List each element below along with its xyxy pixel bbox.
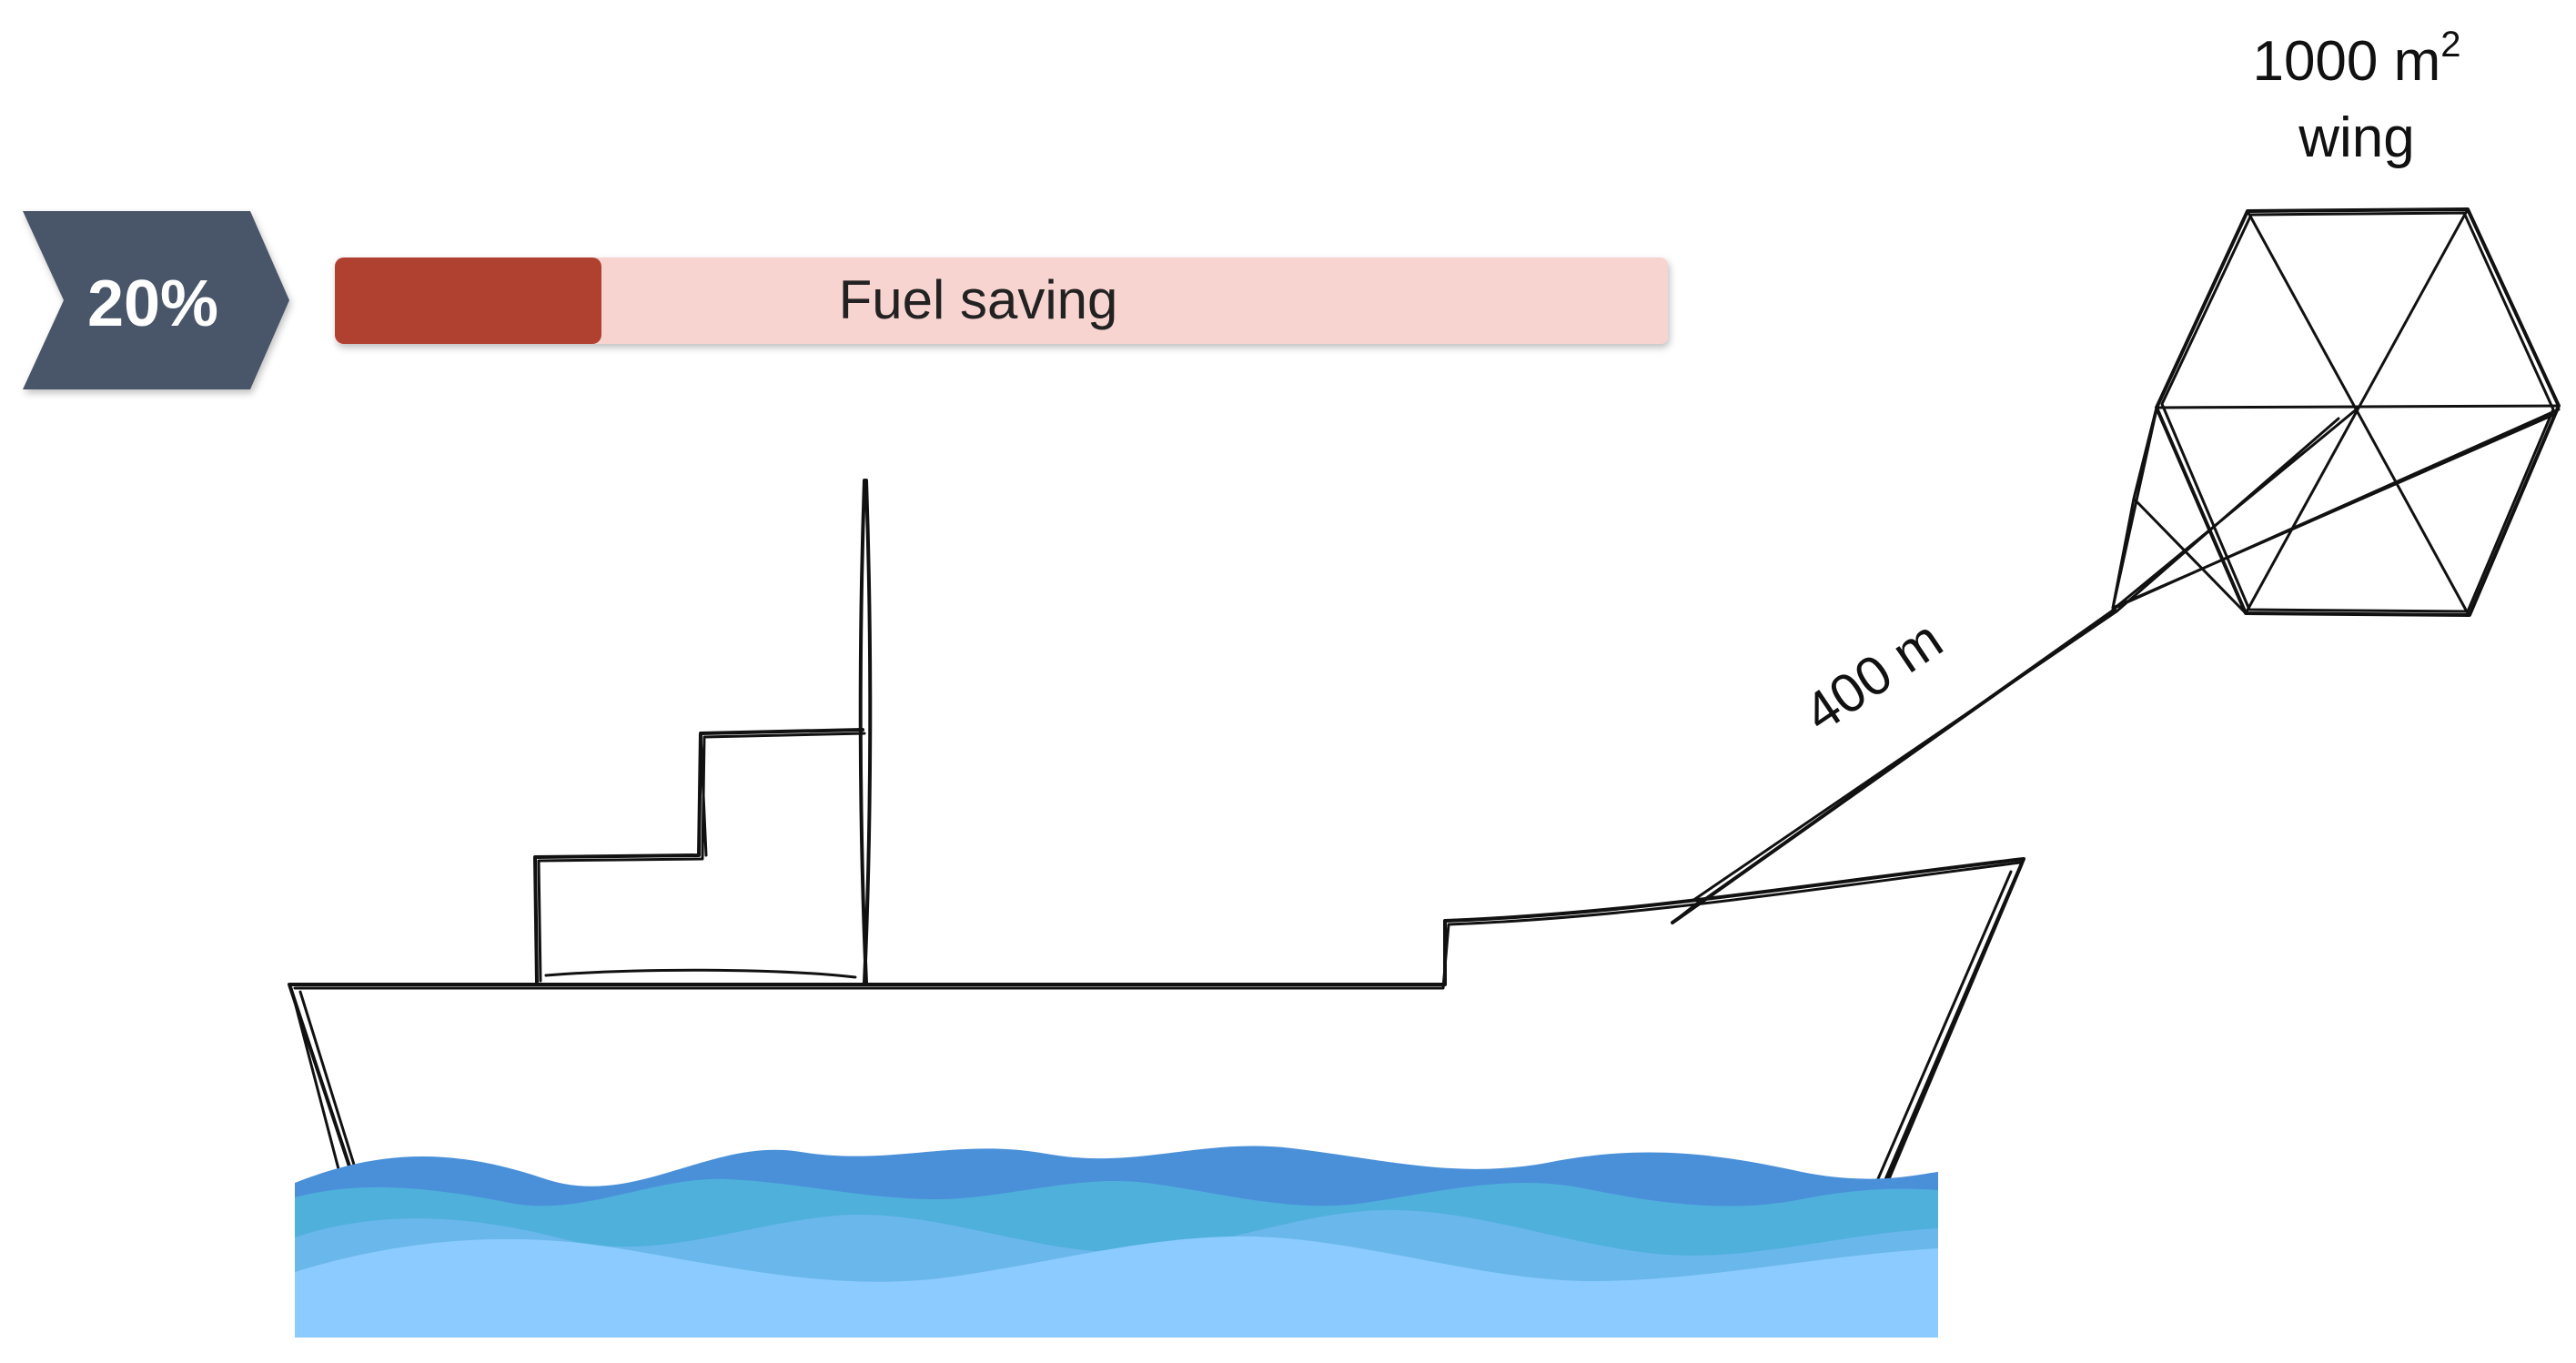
kite-area-label: 1000 m2 — [2252, 25, 2460, 93]
kite-bridle-lines — [2111, 406, 2561, 613]
badge-chevron-shape — [23, 211, 289, 389]
water — [295, 1146, 1938, 1338]
wave-layer-bottom — [295, 1236, 1938, 1338]
ship-tether-mount — [1671, 901, 1700, 924]
fuel-saving-bar: Fuel saving — [335, 257, 1668, 344]
badge-value: 20% — [87, 268, 218, 340]
fuel-bar-track — [335, 257, 1668, 344]
kite-area-exponent: 2 — [2440, 25, 2460, 65]
fuel-bar-fill — [335, 257, 601, 344]
kite-side-panel — [2111, 406, 2248, 615]
ship — [288, 479, 2025, 1199]
ship-hull — [288, 857, 2025, 1199]
ship-hull-trace — [289, 861, 2024, 1197]
kite-area-value: 1000 m — [2252, 30, 2440, 93]
tether-length-label: 400 m — [1793, 609, 1954, 744]
fuel-bar-label: Fuel saving — [839, 269, 1118, 330]
kite-name-label: wing — [2298, 106, 2415, 169]
percent-badge: 20% — [23, 211, 289, 389]
ship-superstructure — [533, 728, 864, 984]
kite-spokes — [2155, 207, 2561, 615]
ship-deck-shading — [544, 968, 857, 979]
tether-line-trace — [1691, 610, 2118, 903]
kite-wing — [2111, 207, 2561, 617]
ship-superstructure-trace — [537, 732, 866, 983]
kite-label: 1000 m2 wing — [2252, 25, 2460, 169]
